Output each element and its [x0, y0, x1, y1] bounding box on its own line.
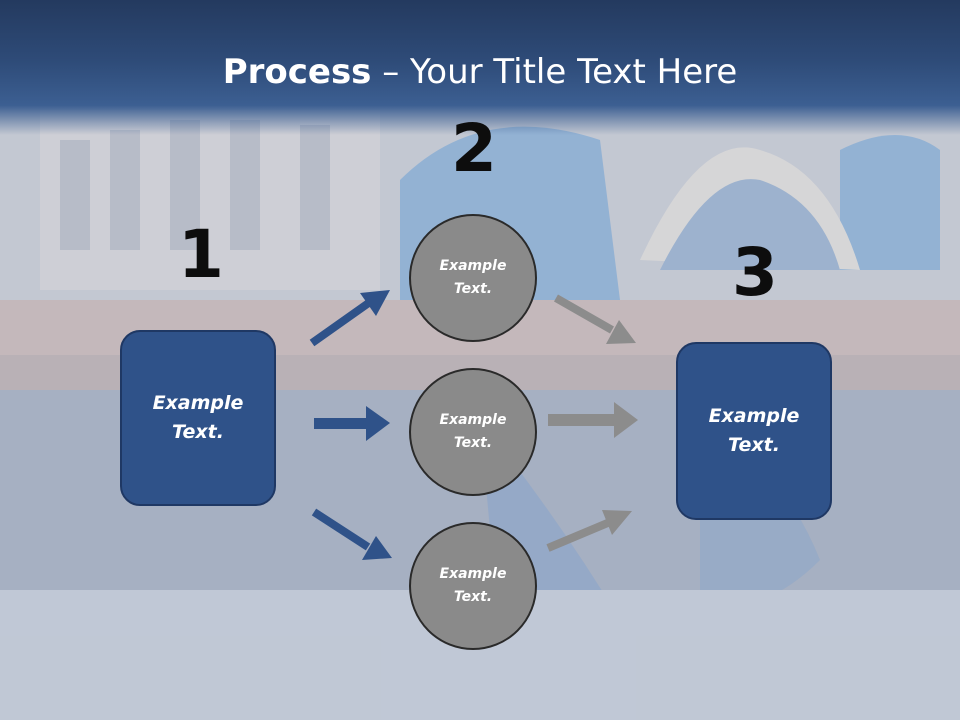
step-number-1: 1: [178, 216, 224, 293]
title-bar: Process – Your Title Text Here: [0, 0, 960, 135]
circle-middle: Example Text.: [409, 368, 537, 496]
right-process-box: Example Text.: [676, 342, 832, 520]
gray-arrow-right: [548, 402, 638, 438]
circle-bottom-label: Example Text.: [439, 566, 507, 605]
blue-arrow-down: [311, 508, 392, 560]
gray-arrow-down: [554, 294, 636, 344]
left-box-label: Example Text.: [152, 392, 244, 443]
step-number-3: 3: [732, 234, 778, 311]
title-rest-part: – Your Title Text Here: [371, 52, 738, 92]
circle-middle-label: Example Text.: [439, 412, 507, 451]
blue-arrow-up: [309, 290, 390, 347]
left-process-box: Example Text.: [120, 330, 276, 506]
slide-title: Process – Your Title Text Here: [0, 52, 960, 92]
right-box-label: Example Text.: [708, 405, 800, 456]
blue-arrow-right: [314, 406, 390, 441]
circle-top-label: Example Text.: [439, 258, 507, 297]
step-number-2: 2: [451, 110, 497, 187]
circle-bottom: Example Text.: [409, 522, 537, 650]
gray-arrow-up: [546, 510, 632, 552]
circle-top: Example Text.: [409, 214, 537, 342]
title-bold-part: Process: [222, 52, 372, 92]
